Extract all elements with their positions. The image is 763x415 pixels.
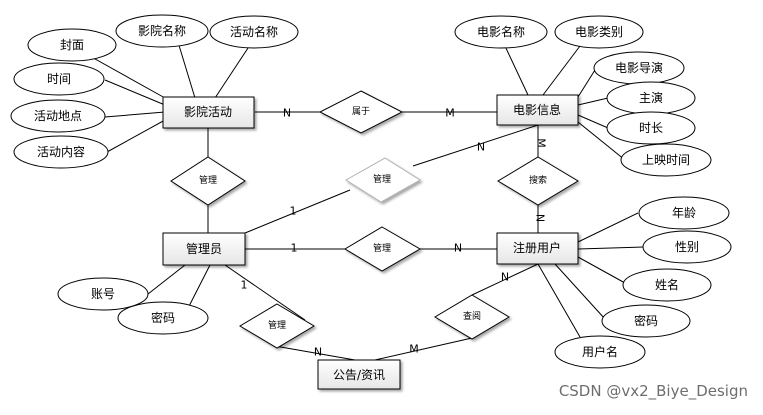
rel-belongs-to-label: 属于 xyxy=(352,106,370,117)
attr-gender xyxy=(642,230,732,264)
attr-username-label: 用户名 xyxy=(582,344,618,359)
entity-movie-info-label: 电影信息 xyxy=(513,102,561,117)
rel-view xyxy=(434,294,510,340)
rel-belongs-to xyxy=(318,90,404,134)
attr-duration xyxy=(606,111,696,145)
entity-cinema-activity xyxy=(162,96,255,129)
attr-activity-name-label: 活动名称 xyxy=(230,24,278,39)
card-announcement-admin: N xyxy=(314,346,322,359)
rel-view-label: 查阅 xyxy=(463,310,481,322)
card-movie-search: M xyxy=(535,138,548,148)
connector-lines xyxy=(69,41,644,361)
rel-manage-user xyxy=(344,226,421,272)
relationship-diamonds xyxy=(170,90,579,349)
card-user-announcement: N xyxy=(501,271,509,284)
attr-username xyxy=(554,335,646,369)
card-user-search: N xyxy=(534,214,547,222)
card-admin-user: 1 xyxy=(291,242,298,255)
entity-cinema-activity-label: 影院活动 xyxy=(184,105,232,119)
entity-boxes xyxy=(162,94,579,390)
attr-password-user-label: 密码 xyxy=(634,313,658,328)
card-user-admin: N xyxy=(454,242,462,255)
attr-movie-category xyxy=(554,15,644,49)
entity-announcement-label: 公告/资讯 xyxy=(333,368,385,382)
entity-admin-label: 管理员 xyxy=(186,241,222,256)
rel-manage-activity-label: 管理 xyxy=(199,174,217,186)
watermark: CSDN @vx2_Biye_Design xyxy=(559,382,748,401)
attr-cinema-name-label: 影院名称 xyxy=(138,23,186,38)
attr-movie-category-label: 电影类别 xyxy=(575,25,623,39)
attr-age xyxy=(638,196,730,230)
attr-gender-label: 性别 xyxy=(675,240,699,254)
attr-name-label: 姓名 xyxy=(655,277,679,292)
attr-activity-content-label: 活动内容 xyxy=(37,144,85,159)
attr-activity-name xyxy=(209,15,299,49)
attr-password-user xyxy=(601,304,691,338)
entity-admin xyxy=(162,232,246,266)
attr-cover xyxy=(27,28,117,62)
attr-movie-name xyxy=(454,15,548,49)
attr-password-admin xyxy=(117,301,209,335)
rel-manage-activity xyxy=(170,156,246,206)
attr-time xyxy=(13,62,105,96)
rel-search-label: 搜索 xyxy=(529,174,547,186)
card-movie-belongs: M xyxy=(445,107,455,120)
entity-announcement xyxy=(317,359,401,390)
entity-registered-user-label: 注册用户 xyxy=(513,240,561,255)
entity-registered-user xyxy=(496,232,579,265)
card-admin-movie: 1 xyxy=(290,205,297,218)
attr-password-admin-label: 密码 xyxy=(151,310,175,325)
attr-movie-name-label: 电影名称 xyxy=(477,24,525,39)
attr-age-label: 年龄 xyxy=(672,206,696,220)
rel-manage-user-label: 管理 xyxy=(373,242,391,254)
card-admin-announcement: 1 xyxy=(241,279,248,292)
attr-activity-location-label: 活动地点 xyxy=(34,109,82,123)
attr-movie-director-label: 电影导演 xyxy=(615,60,663,75)
card-activity-belongs: N xyxy=(283,107,291,120)
attr-activity-location xyxy=(10,99,106,133)
attr-cover-label: 封面 xyxy=(60,38,84,52)
rel-search xyxy=(497,156,579,206)
attr-release-time-label: 上映时间 xyxy=(642,153,690,167)
attr-release-time xyxy=(620,143,712,177)
attr-time-label: 时间 xyxy=(47,72,71,86)
rel-manage-movie-label: 管理 xyxy=(373,173,391,185)
rel-manage-announcement xyxy=(239,303,315,349)
attr-duration-label: 时长 xyxy=(639,121,663,135)
attr-account xyxy=(57,277,149,311)
card-announcement-user: M xyxy=(409,343,419,356)
attr-cinema-name xyxy=(115,14,209,48)
attr-lead-actor-label: 主演 xyxy=(639,90,663,105)
attr-activity-content xyxy=(13,135,109,169)
card-movie-admin: N xyxy=(477,141,485,154)
attribute-ellipses xyxy=(10,14,732,369)
attr-account-label: 账号 xyxy=(91,287,115,301)
rel-manage-announcement-label: 管理 xyxy=(268,319,286,331)
rel-manage-movie xyxy=(345,157,421,203)
entity-movie-info xyxy=(496,94,579,126)
attr-name xyxy=(622,268,712,302)
